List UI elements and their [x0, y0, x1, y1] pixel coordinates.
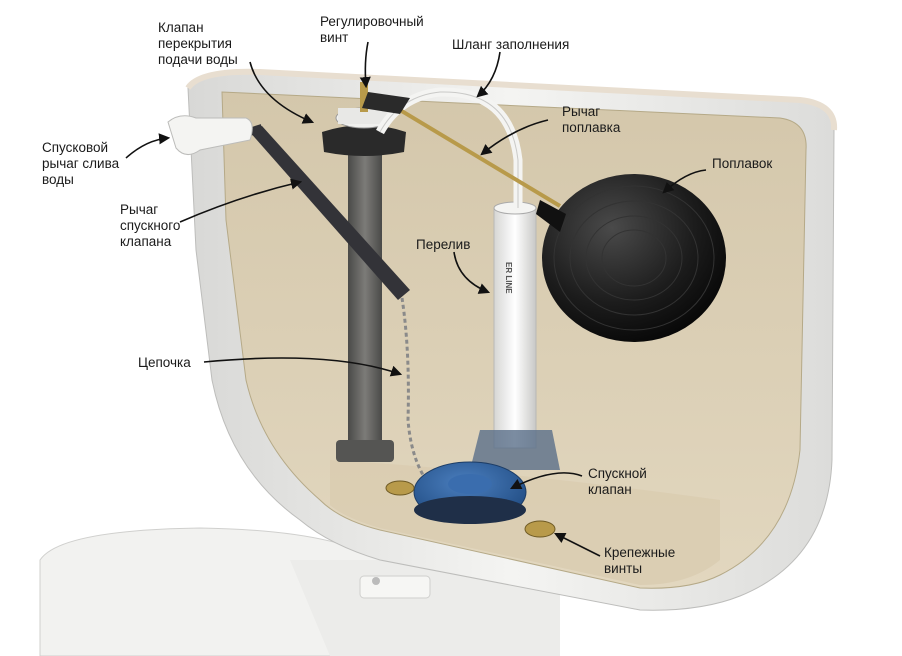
float-ball [536, 174, 726, 342]
label-shutoff-valve: Клапан перекрытия подачи воды [158, 20, 238, 67]
mount-bolt-left [385, 480, 415, 496]
label-float-ball: Поплавок [712, 156, 773, 171]
overflow-tube [493, 207, 537, 449]
flush-lever-arm [248, 126, 410, 300]
mount-bolt-right [524, 520, 556, 538]
overflow-tube-print: ER LINE [504, 262, 513, 294]
float-arm-rod [378, 96, 562, 208]
label-flush-handle: Спусковой рычаг слива воды [42, 140, 120, 187]
label-overflow: Перелив [416, 237, 471, 252]
label-fill-hose: Шланг заполнения [452, 37, 570, 52]
label-mount-bolts: Крепежные винты [604, 545, 676, 576]
label-adjust-screw: Регулировочный винт [320, 14, 424, 45]
label-float-arm: Рычаг поплавка [562, 104, 621, 135]
label-chain: Цепочка [138, 355, 191, 370]
fill-valve-pipe [348, 142, 382, 454]
chain [400, 297, 440, 496]
label-flush-valve: Спускной клапан [588, 466, 647, 497]
label-flush-lever: Рычаг спускного клапана [120, 202, 181, 249]
leader-lines [125, 41, 707, 557]
flush-handle [167, 115, 253, 155]
